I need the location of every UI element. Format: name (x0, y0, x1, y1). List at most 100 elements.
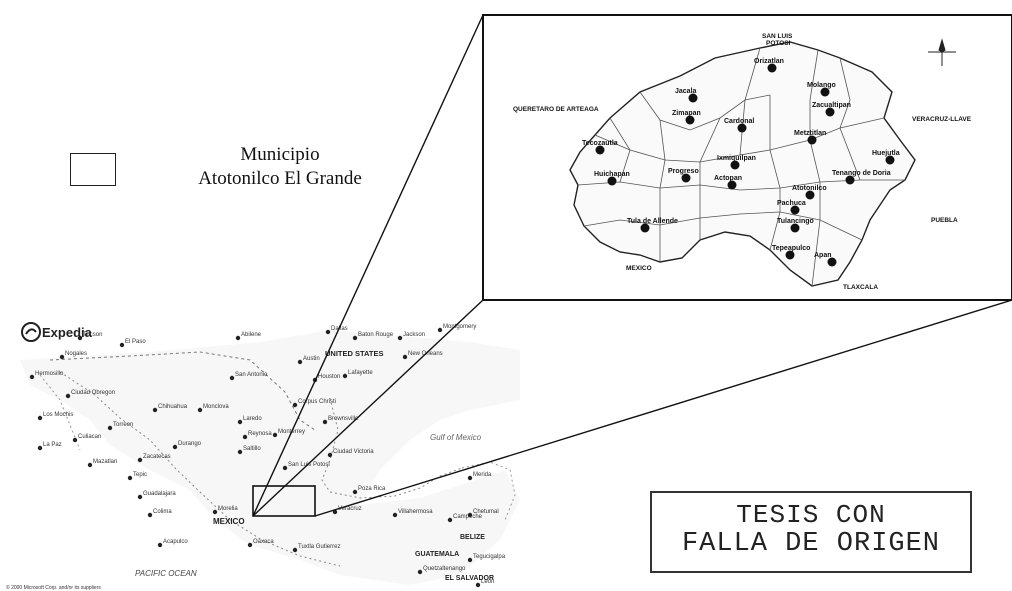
town-marker (845, 175, 855, 185)
yucatan-coast (461, 461, 516, 521)
city-marker (475, 582, 481, 588)
city-label: Acapulco (163, 539, 188, 545)
city-label: Torreon (113, 422, 133, 428)
town-label: Tenango de Doria (832, 170, 891, 177)
city-marker (127, 475, 133, 481)
gulf-coast (321, 397, 463, 499)
city-label: Colima (153, 509, 172, 515)
city-label: Tucson (83, 332, 102, 338)
town-label: Jacala (675, 88, 697, 95)
city-marker (272, 432, 278, 438)
city-marker (235, 335, 241, 341)
city-marker (352, 335, 358, 341)
town-marker (885, 155, 895, 165)
town-marker (688, 93, 698, 103)
town-label: Apan (814, 252, 832, 259)
city-marker (37, 415, 43, 421)
legend-line-1: Municipio (240, 144, 320, 165)
city-marker (332, 509, 338, 515)
city-marker (327, 452, 333, 458)
city-marker (237, 449, 243, 455)
city-label: Corpus Christi (298, 399, 336, 405)
city-label: Montgomery (443, 324, 476, 330)
city-marker (292, 402, 298, 408)
city-marker (292, 547, 298, 553)
city-label: Villahermosa (398, 509, 433, 515)
zoom-line-a (252, 14, 484, 517)
city-marker (237, 419, 243, 425)
city-marker (137, 457, 143, 463)
country-label-el-salvador: EL SALVADOR (445, 575, 494, 582)
city-label: Culiacan (78, 434, 101, 440)
town-marker (827, 257, 837, 267)
city-marker (352, 489, 358, 495)
city-label: Leon (481, 579, 494, 585)
stamp-line-2: FALLA DE ORIGEN (681, 529, 941, 559)
town-marker (790, 205, 800, 215)
zoom-line-b (252, 299, 484, 517)
city-marker (87, 462, 93, 468)
neighbor-label-qro: QUERETARO DE ARTEAGA (513, 106, 599, 113)
city-label: Morelia (218, 506, 238, 512)
city-label: Brownsville (328, 416, 359, 422)
copyright-label: © 2000 Microsoft Corp. and/or its suppli… (6, 584, 101, 591)
city-label: Quetzaltenango (423, 566, 466, 572)
town-label: Atotonilco (792, 185, 827, 192)
city-label: Veracruz (338, 506, 362, 512)
city-marker (147, 512, 153, 518)
town-marker (595, 145, 605, 155)
city-marker (392, 512, 398, 518)
city-marker (282, 465, 288, 471)
town-label: Cardonal (724, 118, 754, 125)
city-label: Houston (318, 374, 340, 380)
city-marker (417, 569, 423, 575)
city-label: Chetumal (473, 509, 499, 515)
city-marker (152, 407, 158, 413)
city-label: Mazatlan (93, 459, 117, 465)
city-label: Jackson (403, 332, 425, 338)
city-marker (107, 425, 113, 431)
water-label-gulf: Gulf of Mexico (430, 433, 482, 442)
city-label: Lafayette (348, 370, 373, 376)
city-marker (77, 335, 83, 341)
city-label: San Antonio (235, 372, 268, 378)
inset-map: SAN LUIS POTOSI QUERETARO DE ARTEAGA VER… (482, 14, 1012, 301)
neighbor-label-pue: PUEBLA (931, 217, 958, 224)
base-map: Expedia PACIFIC OCEAN Gulf of Mexico UNI… (6, 322, 520, 591)
city-marker (65, 393, 71, 399)
city-marker (29, 374, 35, 380)
city-label: Hermosillo (35, 371, 64, 377)
city-marker (467, 512, 473, 518)
zoom-lines (252, 14, 1012, 517)
city-label: Ciudad Victoria (333, 449, 374, 455)
neighbor-label-slp-2: POTOSI (766, 40, 791, 47)
city-marker (297, 359, 303, 365)
city-marker (247, 542, 253, 548)
city-label: Abilene (241, 332, 262, 338)
city-label: Durango (178, 441, 202, 447)
zoom-line-c (314, 299, 1012, 517)
town-label: Molango (807, 82, 836, 89)
city-marker (229, 375, 235, 381)
town-label: Actopan (714, 175, 742, 182)
city-marker (212, 509, 218, 515)
city-marker (467, 475, 473, 481)
city-label: Saltillo (243, 446, 261, 452)
town-marker (681, 173, 691, 183)
city-marker (447, 517, 453, 523)
town-label: Tula de Allende (627, 218, 678, 225)
city-label: San Luis Potosi (288, 462, 330, 468)
town-label: Orizatlan (754, 58, 784, 65)
city-label: Austin (303, 356, 320, 362)
town-label: Ixmiquilpan (717, 155, 756, 162)
country-label-belize: BELIZE (460, 534, 485, 541)
hidalgo-state-outline (569, 41, 916, 287)
town-marker (820, 87, 830, 97)
city-marker (72, 437, 78, 443)
town-marker (825, 107, 835, 117)
city-marker (467, 557, 473, 563)
town-marker (607, 176, 617, 186)
town-layer: OrizatlanJacalaZimapanCardonalTecozautla… (582, 58, 900, 267)
town-marker (730, 160, 740, 170)
country-label-guatemala: GUATEMALA (415, 551, 459, 558)
